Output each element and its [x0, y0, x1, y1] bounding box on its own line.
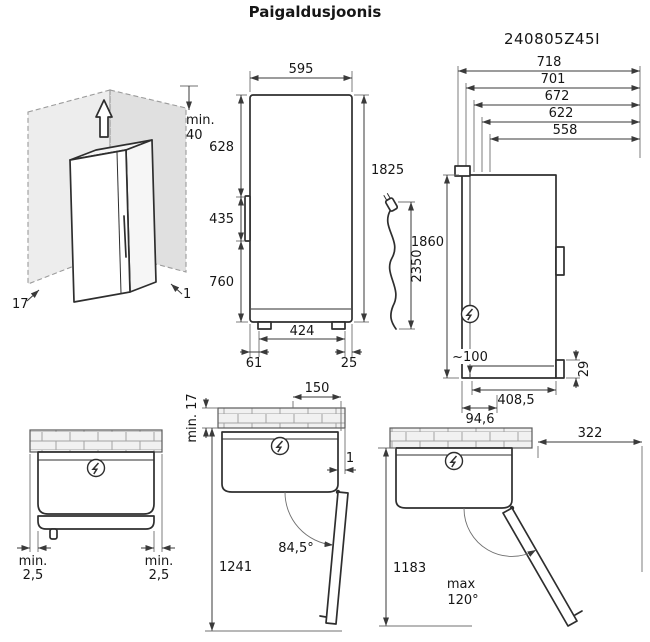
rear-spacer-bottom	[555, 359, 565, 379]
fridge-side-face	[125, 139, 157, 293]
dim-left-min-label: min.	[19, 554, 48, 569]
swing120-dimensions	[378, 439, 643, 627]
dim-outlet-100: ~100	[452, 350, 488, 365]
dim-1860: 1860	[411, 235, 444, 250]
side-view-dimensions	[443, 174, 580, 413]
dim-760: 760	[209, 275, 234, 290]
dim-min-40: 40	[186, 128, 203, 143]
corner-installation-view: min. 40 17 1	[12, 85, 215, 312]
door-swing-84-view: 150 min. 17 1 84,5° 1241	[185, 381, 356, 632]
door-handle	[123, 215, 127, 258]
dim-408-5: 408,5	[497, 393, 534, 408]
open-door	[502, 507, 578, 627]
foot-left	[257, 321, 272, 330]
dim-1183: 1183	[393, 561, 426, 576]
dim-701: 701	[541, 72, 566, 87]
door-top-outline	[37, 515, 155, 530]
power-outlet-icon	[444, 451, 464, 471]
dim-718: 718	[537, 55, 562, 70]
wall-bricks	[29, 429, 163, 453]
swing-arc	[463, 507, 537, 557]
front-view: 595 628 435 760 1825 424 61 25	[209, 62, 404, 371]
dim-min-label: min.	[186, 113, 215, 128]
side-view: 718 701 672 622 558 1860 ~100 408,5 94,6	[411, 55, 641, 427]
cord-line	[386, 210, 397, 330]
fridge-side-outline	[461, 174, 557, 379]
side-view-depth-dimensions	[457, 66, 641, 172]
dim-1825: 1825	[371, 163, 404, 178]
dim-gap-1: 1	[346, 451, 354, 466]
dim-left-min-value: 2,5	[23, 568, 44, 583]
dim-558: 558	[553, 123, 578, 138]
wall-bricks	[389, 427, 533, 449]
door-swing-120-view: 322 1183 max 120°	[378, 426, 643, 627]
door-handle	[244, 195, 251, 242]
fridge-top-outline	[221, 431, 339, 493]
dim-min-17: min. 17	[185, 393, 200, 442]
dim-424: 424	[290, 324, 315, 339]
dim-17: 17	[12, 297, 29, 312]
power-cord-view: 2350	[383, 192, 425, 330]
door-seam	[116, 151, 122, 294]
fridge-top-outline	[37, 451, 155, 515]
swing-arc	[284, 491, 334, 548]
hinge-bracket	[454, 165, 471, 177]
dim-angle-max-label: max	[447, 577, 476, 592]
dim-29: 29	[577, 361, 592, 378]
foot-right	[331, 321, 346, 330]
swing84-dimensions	[202, 394, 356, 632]
dim-322: 322	[578, 426, 603, 441]
dim-622: 622	[549, 106, 574, 121]
dim-628: 628	[209, 140, 234, 155]
power-outlet-icon	[460, 304, 480, 324]
dim-angle-120: 120°	[447, 593, 478, 608]
corner-dimensions	[26, 85, 198, 302]
dim-61: 61	[246, 356, 263, 371]
fridge-front-face	[69, 149, 131, 303]
power-outlet-icon	[270, 436, 290, 456]
dim-672: 672	[545, 89, 570, 104]
rear-spacer-mid	[555, 246, 565, 276]
power-outlet-icon	[86, 458, 106, 478]
dim-435: 435	[209, 212, 234, 227]
fridge-front-outline	[249, 94, 353, 323]
dim-150: 150	[305, 381, 330, 396]
dim-1: 1	[183, 287, 191, 302]
dim-595: 595	[289, 62, 314, 77]
front-view-dimensions	[236, 71, 369, 357]
dim-right-min-value: 2,5	[149, 568, 170, 583]
door-handle	[319, 615, 327, 618]
plug-icon	[383, 192, 399, 212]
door-handle	[574, 610, 583, 616]
dim-94-6: 94,6	[466, 412, 495, 427]
clearance-top-view: min. 2,5 min. 2,5	[17, 429, 175, 583]
page-title: Paigaldusjoonis	[249, 3, 382, 21]
dim-right-min-label: min.	[145, 554, 174, 569]
fridge-top-outline	[395, 447, 513, 509]
clearance-dimensions	[17, 454, 175, 552]
dim-1241: 1241	[219, 560, 252, 575]
ventilation-arrow-icon	[95, 99, 113, 138]
door-handle	[49, 528, 58, 540]
model-number: 240805Z45I	[504, 30, 600, 48]
cord-dimensions	[398, 201, 415, 330]
open-door	[325, 491, 349, 625]
dim-2350: 2350	[410, 249, 425, 282]
dim-25: 25	[341, 356, 358, 371]
wall-bricks	[217, 407, 346, 429]
dim-angle-84-5: 84,5°	[278, 541, 313, 556]
